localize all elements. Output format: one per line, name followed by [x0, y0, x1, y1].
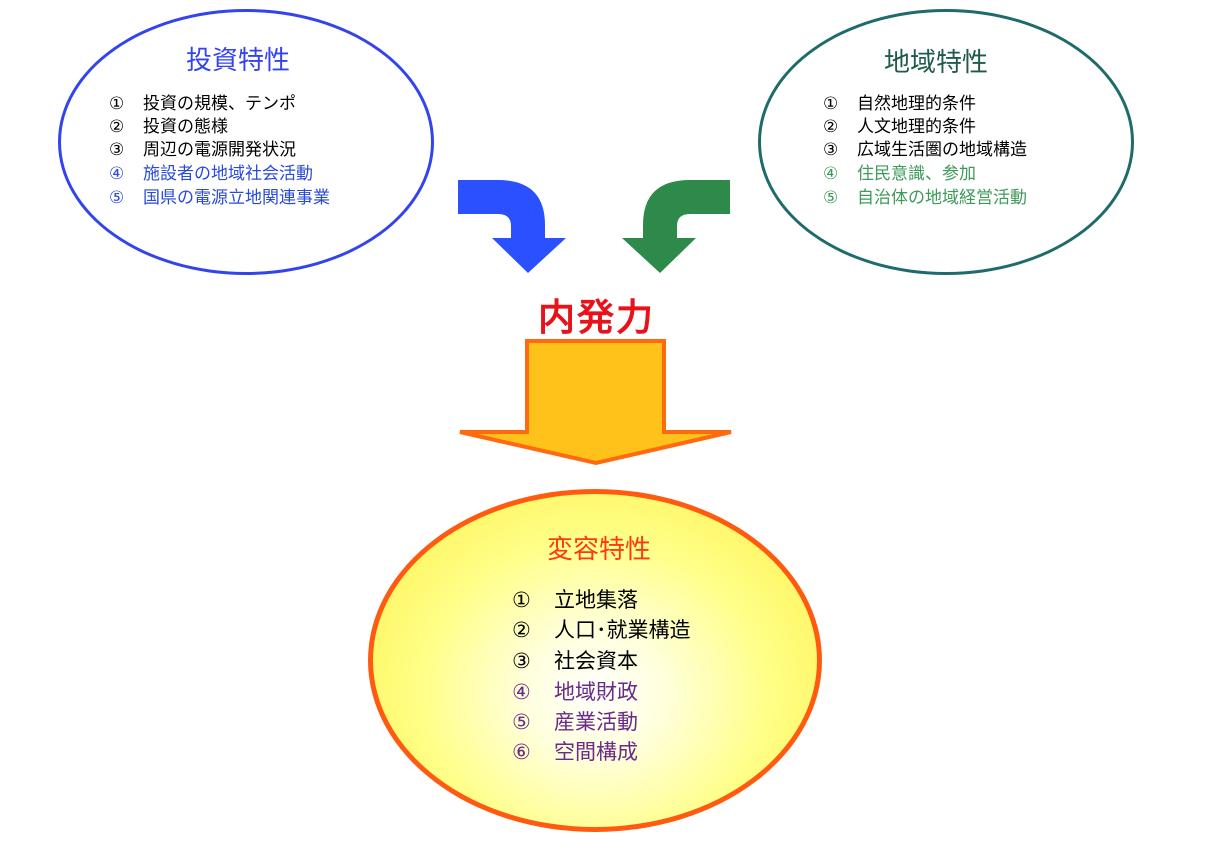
transformation-item-4: ④ 地域財政: [512, 680, 638, 705]
item-number: ④: [512, 680, 531, 704]
transformation-item-5: ⑤ 産業活動: [512, 710, 638, 735]
transformation-item-3: ③ 社会資本: [512, 649, 638, 674]
item-text: 人文地理的条件: [857, 117, 976, 137]
item-text: 投資の態様: [143, 117, 228, 137]
item-text: 住民意識、参加: [857, 164, 976, 184]
item-text: 自然地理的条件: [857, 94, 976, 114]
investment-item-3: ③ 周辺の電源開発状況: [109, 140, 296, 160]
regional-item-1: ① 自然地理的条件: [823, 94, 976, 114]
regional-item-3: ③ 広域生活圏の地域構造: [823, 140, 1027, 160]
item-number: ①: [109, 94, 125, 114]
item-number: ③: [823, 140, 839, 160]
regional-item-5: ⑤ 自治体の地域経営活動: [823, 188, 1027, 208]
investment-ellipse: [58, 9, 434, 275]
regional-ellipse: [758, 9, 1134, 275]
item-number: ⑤: [823, 188, 839, 208]
item-number: ⑤: [512, 710, 531, 734]
regional-item-2: ② 人文地理的条件: [823, 117, 976, 137]
investment-item-4: ④ 施設者の地域社会活動: [109, 164, 313, 184]
blue-curved-arrow-icon: [458, 180, 566, 273]
item-number: ①: [823, 94, 839, 114]
investment-item-1: ① 投資の規模、テンポ: [109, 94, 296, 114]
transformation-item-2: ② 人口･就業構造: [512, 618, 691, 643]
item-number: ②: [512, 618, 531, 642]
item-text: 周辺の電源開発状況: [143, 140, 296, 160]
item-number: ⑤: [109, 188, 125, 208]
green-curved-arrow-icon: [622, 180, 730, 273]
item-text: 自治体の地域経営活動: [857, 188, 1027, 208]
transformation-item-6: ⑥ 空間構成: [512, 740, 638, 765]
item-number: ④: [823, 164, 839, 184]
transformation-title: 変容特性: [547, 535, 652, 565]
item-text: 社会資本: [554, 649, 638, 673]
item-text: 国県の電源立地関連事業: [143, 188, 330, 208]
investment-item-5: ⑤ 国県の電源立地関連事業: [109, 188, 330, 208]
item-number: ⑥: [512, 740, 531, 764]
item-number: ①: [512, 588, 531, 612]
regional-item-4: ④ 住民意識、参加: [823, 164, 976, 184]
investment-title: 投資特性: [186, 46, 291, 76]
item-text: 地域財政: [554, 680, 638, 704]
item-number: ③: [109, 140, 125, 160]
item-text: 産業活動: [554, 710, 638, 734]
transformation-item-1: ① 立地集落: [512, 588, 638, 613]
item-text: 投資の規模、テンポ: [143, 94, 296, 114]
item-number: ②: [823, 117, 839, 137]
item-text: 立地集落: [554, 588, 638, 612]
item-text: 空間構成: [554, 740, 638, 764]
item-number: ②: [109, 117, 125, 137]
item-text: 広域生活圏の地域構造: [857, 140, 1027, 160]
item-number: ④: [109, 164, 125, 184]
transformation-ellipse: [368, 489, 822, 832]
item-number: ③: [512, 649, 531, 673]
regional-title: 地域特性: [884, 48, 989, 78]
down-arrow-icon: [459, 339, 732, 466]
investment-item-2: ② 投資の態様: [109, 117, 228, 137]
item-text: 人口･就業構造: [554, 618, 691, 642]
endogenous-force-label: 内発力: [538, 296, 655, 339]
item-text: 施設者の地域社会活動: [143, 164, 313, 184]
